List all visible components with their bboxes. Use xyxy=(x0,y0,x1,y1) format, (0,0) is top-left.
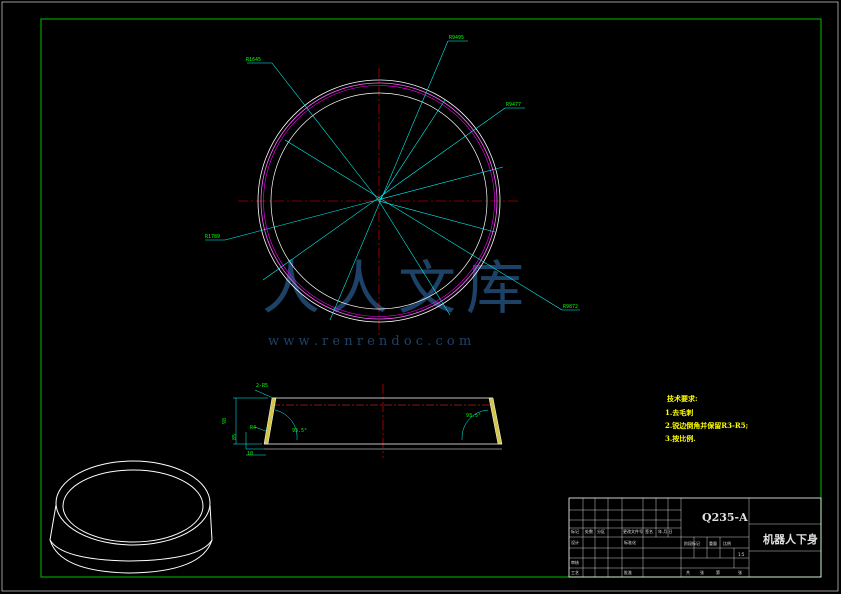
leader-2r5 xyxy=(254,389,274,399)
label-angle-left: 93.5° xyxy=(292,428,307,434)
tb-label-biaozhunhua: 标准化 xyxy=(624,539,636,545)
label-2r5: 2-R5 xyxy=(256,383,268,389)
leader-lines xyxy=(205,40,580,321)
leader-r1645 xyxy=(271,62,380,202)
leader-r9872 xyxy=(284,139,563,311)
outer-circle xyxy=(257,79,501,323)
leader-r4 xyxy=(254,426,269,433)
leader-r9495 xyxy=(329,40,449,321)
label-10: 10 xyxy=(247,451,253,457)
tb-label-date: 年.月.日 xyxy=(658,528,673,534)
tb-label-qianming: 签名 xyxy=(645,528,653,534)
tech-notes-title: 技术要求: xyxy=(667,394,698,403)
tb-label-chushu: 处数 xyxy=(585,528,593,534)
outer-circle-inner xyxy=(260,82,498,320)
section-wall-left xyxy=(263,397,277,445)
label-r4: R4 xyxy=(250,425,256,431)
section-wall-right xyxy=(488,397,503,445)
tb-label-pizhun: 批准 xyxy=(624,569,632,575)
label-r9872: R9872 xyxy=(563,304,578,310)
section-dimension-lines xyxy=(233,389,274,456)
label-98: 98 xyxy=(222,418,228,424)
leader-extra-1 xyxy=(378,200,496,233)
label-r9495: R9495 xyxy=(449,35,464,41)
iso-base-line xyxy=(49,539,213,562)
tech-note-2: 2.锐边倒角并保留R3-R5; xyxy=(665,421,748,430)
scale-value: 1:5 xyxy=(738,552,745,557)
angle-arc-right xyxy=(461,409,489,441)
leader-extra-3 xyxy=(378,99,446,202)
tech-note-3: 3.按比例. xyxy=(665,434,696,443)
tech-note-1: 1.去毛刺 xyxy=(665,408,693,417)
title-block: Q235-A 机器人下身 1:5 标记 处数 分区 更改文件号 签名 年.月.日… xyxy=(568,497,822,578)
tb-label-sheji: 设计 xyxy=(571,539,579,545)
iso-inner-rim xyxy=(62,469,204,543)
leader-r1789 xyxy=(224,166,504,241)
tech-notes: 技术要求: 1.去毛刺 2.锐边倒角并保留R3-R5; 3.按比例. xyxy=(665,394,748,443)
isometric-view xyxy=(49,460,213,574)
iso-body xyxy=(49,504,213,574)
title-block-grid xyxy=(569,498,821,577)
section-view: 2-R5 98 R4 10 93.5° 93.5° 85 xyxy=(222,383,503,458)
tb-label-genggai: 更改文件号 xyxy=(623,528,643,534)
label-r9477: R9477 xyxy=(506,102,521,108)
tb-label-shenhe: 审核 xyxy=(571,559,579,565)
tb-label-biaoji: 标记 xyxy=(571,528,579,534)
top-view: R1645 R9495 R9477 R1789 R9872 xyxy=(205,35,580,336)
tb-label-jieduan: 阶段标记 xyxy=(684,540,700,546)
label-angle-right: 93.5° xyxy=(466,413,481,419)
tb-label-fenqu: 分区 xyxy=(597,528,605,534)
angle-arc-left xyxy=(274,409,298,441)
watermark: 人人文库 w w w . r e n r e n d o c . c o m xyxy=(262,254,534,349)
tb-label-zhongliang: 重量 xyxy=(709,540,717,546)
tb-label-bili: 比例 xyxy=(723,540,731,546)
material-label: Q235-A xyxy=(702,511,748,524)
leader-r9477 xyxy=(262,107,506,281)
part-name: 机器人下身 xyxy=(763,532,818,546)
label-85: 85 xyxy=(232,434,238,440)
tb-label-gong: 共 xyxy=(686,569,690,575)
iso-outer-rim xyxy=(55,460,211,546)
leader-extra-2 xyxy=(378,200,451,316)
label-r1645: R1645 xyxy=(246,57,261,63)
watermark-text: 人人文库 xyxy=(262,254,534,322)
label-r1789: R1789 xyxy=(205,234,220,240)
inner-circle xyxy=(270,92,488,310)
tb-label-zhang-1: 张 xyxy=(700,569,704,575)
drawing-frame xyxy=(40,18,822,578)
title-block-frame xyxy=(568,497,822,578)
tb-label-zhang-2: 张 xyxy=(738,569,742,575)
watermark-url: w w w . r e n r e n d o c . c o m xyxy=(268,334,471,349)
tb-label-gongyi: 工艺 xyxy=(571,570,579,575)
tb-label-di: 第 xyxy=(716,569,720,575)
ring-line xyxy=(263,85,495,317)
